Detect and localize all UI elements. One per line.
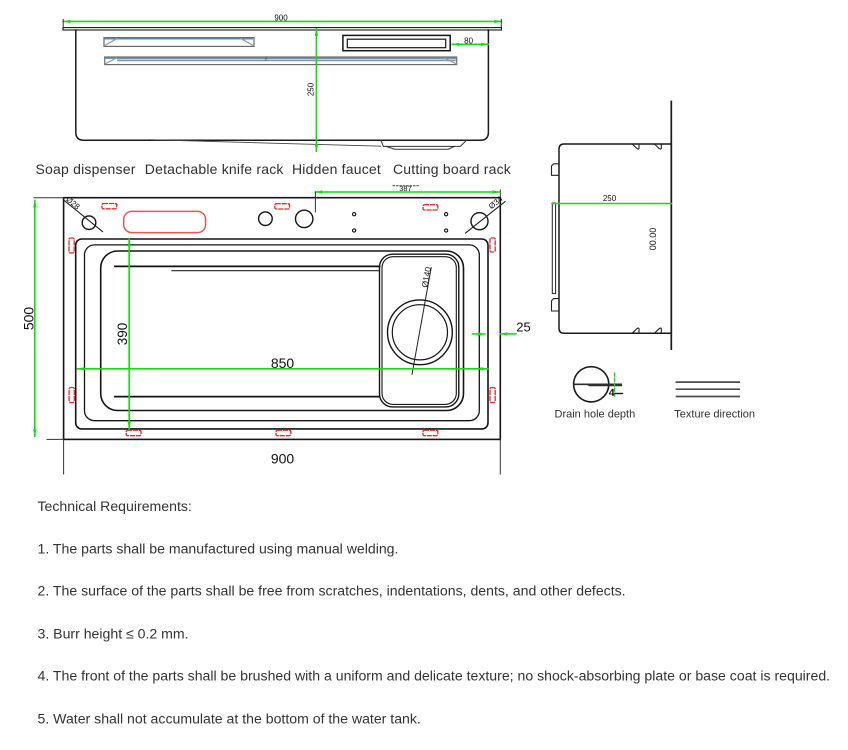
svg-text:900: 900: [274, 13, 288, 22]
svg-text:500: 500: [20, 307, 36, 331]
svg-text:1. The parts shall be manufact: 1. The parts shall be manufactured using…: [38, 541, 399, 557]
svg-text:250: 250: [306, 82, 315, 96]
svg-text:00.00: 00.00: [648, 228, 658, 251]
svg-text:2. The surface of the parts sh: 2. The surface of the parts shall be fre…: [38, 583, 626, 599]
svg-text:Texture direction: Texture direction: [674, 409, 755, 421]
svg-text:Technical Requirements:: Technical Requirements:: [38, 498, 192, 514]
svg-text:Drain hole depth: Drain hole depth: [555, 409, 636, 421]
svg-text:387: 387: [399, 184, 412, 193]
svg-text:5. Water shall not accumulate: 5. Water shall not accumulate at the bot…: [38, 711, 421, 727]
svg-text:900: 900: [271, 451, 295, 467]
svg-text:Detachable knife rack: Detachable knife rack: [145, 161, 285, 177]
svg-text:390: 390: [115, 323, 130, 346]
svg-text:Hidden faucet: Hidden faucet: [292, 161, 381, 177]
svg-text:250: 250: [603, 194, 617, 203]
svg-text:3. Burr height ≤ 0.2 mm.: 3. Burr height ≤ 0.2 mm.: [38, 626, 189, 642]
svg-text:4. The front of the parts shal: 4. The front of the parts shall be brush…: [38, 668, 831, 684]
svg-text:4: 4: [609, 387, 615, 399]
svg-text:Ø140: Ø140: [420, 266, 434, 288]
svg-text:80: 80: [464, 36, 473, 45]
svg-text:Cutting board rack: Cutting board rack: [393, 161, 512, 177]
svg-text:850: 850: [271, 355, 295, 371]
svg-text:25: 25: [516, 320, 530, 335]
svg-text:Soap dispenser: Soap dispenser: [36, 161, 136, 177]
